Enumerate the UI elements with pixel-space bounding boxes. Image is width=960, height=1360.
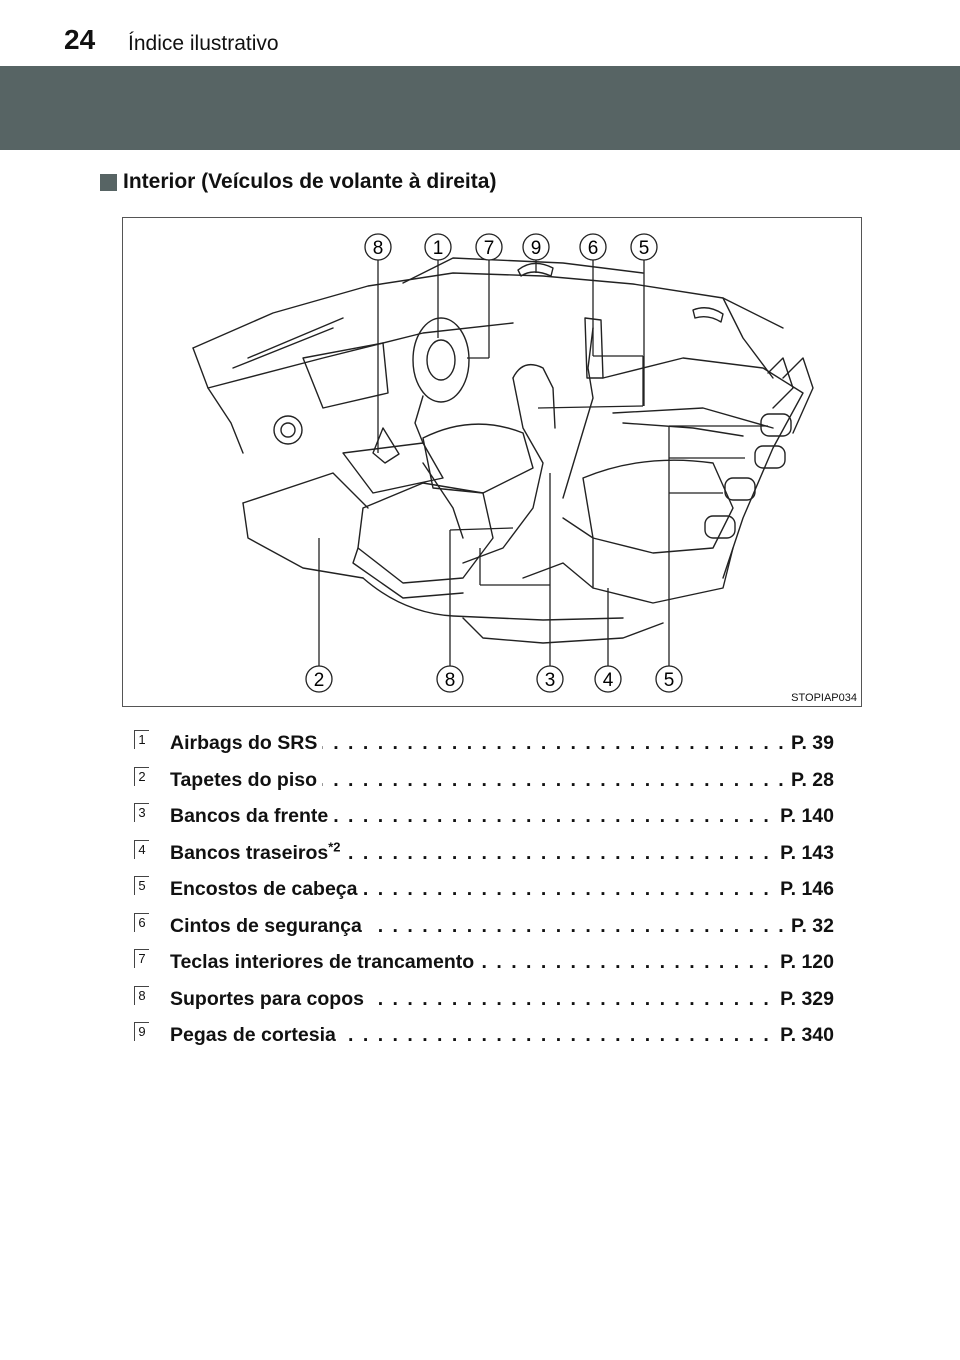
callout-bottom-4: 4 bbox=[594, 665, 622, 693]
index-label: Bancos traseiros bbox=[170, 841, 329, 864]
car-interior-drawing: 8 1 7 9 6 5 2 8 3 4 5 bbox=[192, 233, 814, 693]
index-page-ref[interactable]: P. 32 bbox=[785, 914, 834, 938]
index-item: 2 . . . . . . . . . . . . . . . . . . . .… bbox=[134, 766, 834, 804]
index-number: 8 bbox=[134, 985, 149, 1005]
index-page-ref[interactable]: P. 140 bbox=[775, 805, 834, 828]
dot-leader: . . . . . . . . . . . . . . . . . . . . … bbox=[170, 805, 834, 827]
index-label: Pegas de cortesia bbox=[170, 1024, 336, 1046]
index-page-ref[interactable]: P. 340 bbox=[775, 1024, 834, 1047]
index-number: 7 bbox=[134, 949, 149, 968]
index-label-group: Cintos de segurança bbox=[170, 914, 367, 938]
callout-top-6: 6 bbox=[579, 233, 607, 261]
index-label-group: Bancos da frente bbox=[170, 805, 334, 828]
callout-top-8-label: 8 bbox=[373, 238, 384, 259]
index-page-ref[interactable]: P. 146 bbox=[775, 878, 834, 901]
callout-bottom-5-label: 5 bbox=[664, 670, 675, 691]
page-number: 24 bbox=[64, 24, 96, 55]
callout-bottom-5: 5 bbox=[655, 665, 683, 693]
index-label-group: Tapetes do piso bbox=[170, 768, 322, 792]
header-band bbox=[0, 66, 960, 150]
index-item: 5. . . . . . . . . . . . . . . . . . . .… bbox=[134, 876, 834, 913]
callout-bottom-2-label: 2 bbox=[314, 670, 325, 691]
callout-bottom-3-label: 3 bbox=[545, 670, 556, 691]
callout-top-7-label: 7 bbox=[484, 238, 495, 259]
callout-top-1: 1 bbox=[424, 233, 452, 261]
index-label: Encostos de cabeça bbox=[170, 878, 358, 900]
index-number: 1 bbox=[134, 730, 149, 749]
index-item: 7. . . . . . . . . . . . . . . . . . . .… bbox=[134, 949, 834, 986]
index-number: 9 bbox=[134, 1022, 149, 1041]
car-outline bbox=[192, 257, 814, 644]
callout-top-5: 5 bbox=[630, 233, 658, 261]
index-number: 2 bbox=[134, 766, 149, 786]
dot-leader: . . . . . . . . . . . . . . . . . . . . … bbox=[170, 732, 834, 754]
callout-bottom-3: 3 bbox=[536, 665, 564, 693]
section-title: Interior (Veículos de volante à direita) bbox=[123, 170, 497, 193]
callout-bottom-2: 2 bbox=[305, 665, 333, 693]
index-number: 4 bbox=[134, 839, 149, 859]
index-label: Cintos de segurança bbox=[170, 914, 362, 937]
index-number: 3 bbox=[134, 803, 149, 822]
callout-circles: 8 1 7 9 6 5 2 8 3 4 5 bbox=[305, 233, 683, 693]
callout-top-9: 9 bbox=[522, 233, 550, 261]
callout-top-9-label: 9 bbox=[531, 238, 542, 259]
callout-top-5-label: 5 bbox=[639, 238, 650, 259]
index-footnote-mark: *2 bbox=[328, 839, 341, 854]
callout-bottom-4-label: 4 bbox=[603, 670, 614, 691]
callout-bottom-8: 8 bbox=[436, 665, 464, 693]
callout-top-6-label: 6 bbox=[588, 238, 599, 259]
index-label-group: Encostos de cabeça bbox=[170, 878, 363, 901]
index-item: 4. . . . . . . . . . . . . . . . . . . .… bbox=[134, 839, 834, 877]
index-label-group: Suportes para copos bbox=[170, 987, 369, 1011]
index-page-ref[interactable]: P. 143 bbox=[775, 841, 834, 865]
interior-illustration: 8 1 7 9 6 5 2 8 3 4 5 STOPIAP034 bbox=[122, 217, 862, 707]
index-label-group: Bancos traseiros*2 bbox=[170, 839, 346, 865]
page-header: 24 Índice ilustrativo bbox=[0, 0, 960, 64]
index-page-ref[interactable]: P. 329 bbox=[775, 987, 834, 1011]
index-label: Airbags do SRS bbox=[170, 732, 318, 754]
index-item: 1 . . . . . . . . . . . . . . . . . . . .… bbox=[134, 730, 834, 767]
index-page-ref[interactable]: P. 39 bbox=[785, 732, 834, 755]
index-label-group: Pegas de cortesia bbox=[170, 1024, 341, 1047]
index-item: 3 . . . . . . . . . . . . . . . . . . . .… bbox=[134, 803, 834, 840]
running-title: Índice ilustrativo bbox=[128, 32, 279, 55]
index-page-ref[interactable]: P. 120 bbox=[775, 951, 834, 974]
index-item: 8. . . . . . . . . . . . . . . . . . . .… bbox=[134, 985, 834, 1023]
index-page-ref[interactable]: P. 28 bbox=[785, 768, 834, 792]
index-label: Bancos da frente bbox=[170, 805, 329, 827]
index-item: 6. . . . . . . . . . . . . . . . . . . .… bbox=[134, 912, 834, 950]
callout-top-7: 7 bbox=[475, 233, 503, 261]
index-label: Tapetes do piso bbox=[170, 768, 317, 791]
index-number: 5 bbox=[134, 876, 149, 895]
section-heading: Interior (Veículos de volante à direita) bbox=[100, 170, 496, 194]
callout-bottom-8-label: 8 bbox=[445, 670, 456, 691]
callout-top-1-label: 1 bbox=[433, 238, 444, 259]
leader-lines bbox=[318, 260, 768, 666]
index-number: 6 bbox=[134, 912, 149, 932]
callout-top-8: 8 bbox=[364, 233, 392, 261]
figure-code: STOPIAP034 bbox=[789, 692, 859, 704]
dot-leader: . . . . . . . . . . . . . . . . . . . . … bbox=[170, 768, 834, 791]
index-label: Suportes para copos bbox=[170, 987, 364, 1010]
square-bullet-icon bbox=[100, 173, 117, 191]
index-label: Teclas interiores de trancamento bbox=[170, 951, 475, 973]
index-label-group: Airbags do SRS bbox=[170, 732, 323, 755]
index-label-group: Teclas interiores de trancamento bbox=[170, 951, 480, 974]
index-list: 1 . . . . . . . . . . . . . . . . . . . .… bbox=[134, 730, 834, 1059]
index-item: 9. . . . . . . . . . . . . . . . . . . .… bbox=[134, 1022, 834, 1059]
